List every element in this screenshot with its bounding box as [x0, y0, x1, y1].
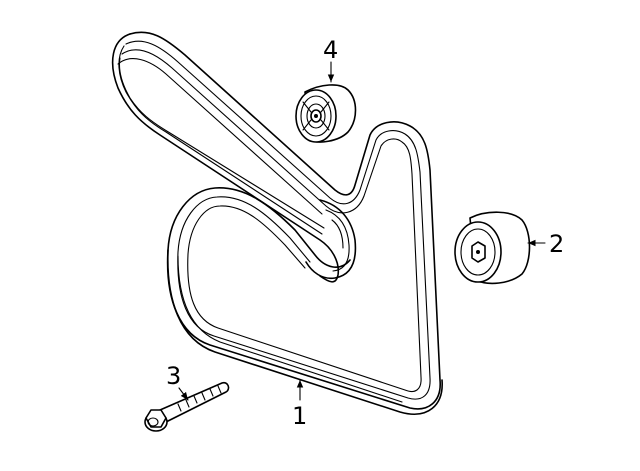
callout-3: 3	[166, 362, 189, 401]
idler-pulley-right	[454, 211, 531, 285]
callout-1: 1	[292, 379, 307, 430]
bolt	[144, 381, 230, 432]
callout-2: 2	[527, 230, 564, 258]
callout-2-label: 2	[549, 230, 564, 258]
drive-belt	[111, 31, 443, 415]
callout-4-label: 4	[323, 36, 338, 64]
callout-3-label: 3	[166, 362, 181, 390]
callout-1-label: 1	[292, 402, 307, 430]
callout-4: 4	[323, 36, 338, 83]
idler-pulley-top	[295, 84, 357, 143]
